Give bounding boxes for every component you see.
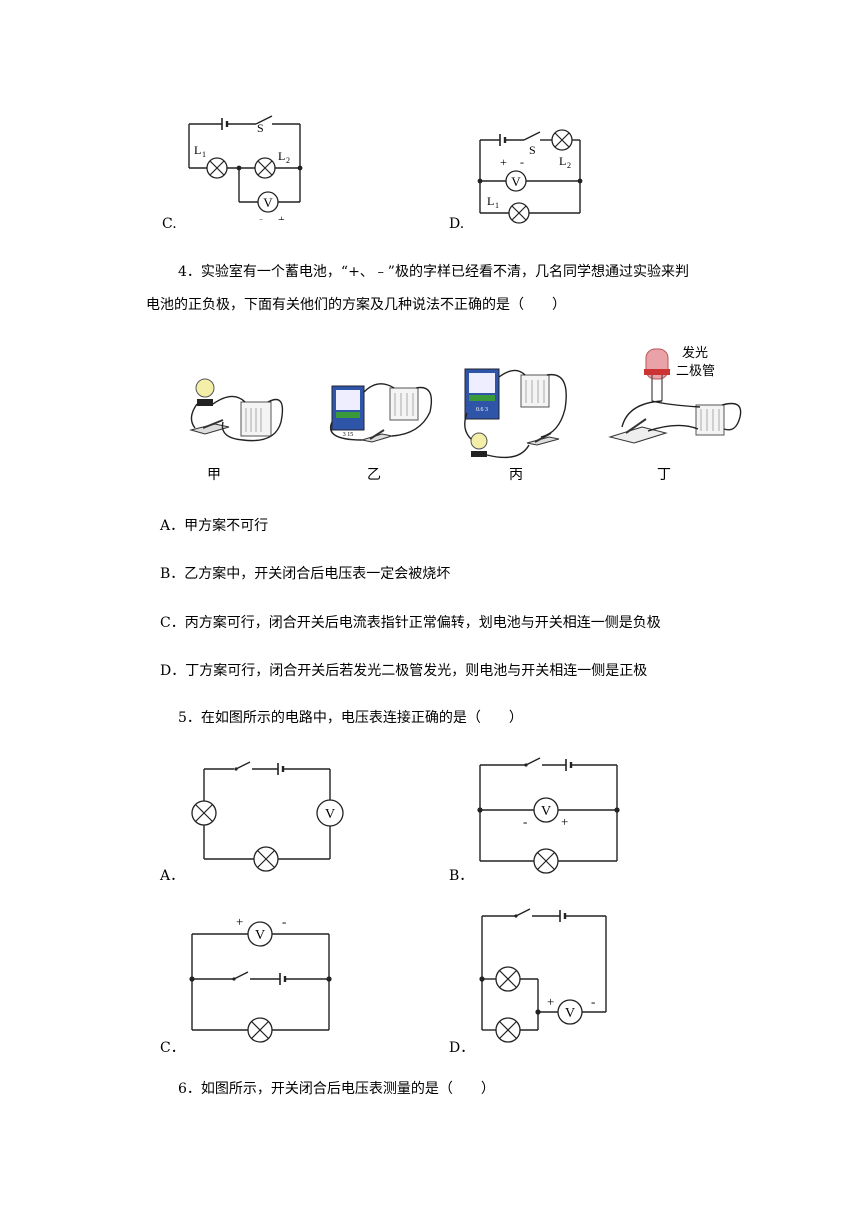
fig-label-jia: 甲 — [207, 467, 221, 483]
q5-circuit-d: V + - — [479, 908, 607, 1043]
q3-circuit-c: V S L 1 L 2 - + — [188, 115, 303, 220]
l2-sub: 2 — [567, 161, 571, 170]
q3-circuit-d: V S L 2 L 1 + - — [477, 129, 583, 224]
voltmeter-icon — [505, 170, 527, 192]
voltmeter-label: V — [263, 195, 273, 210]
lamp-l1-icon — [206, 157, 228, 179]
q4-figure-ding: 发光 二极管 — [608, 345, 742, 444]
l1-sub: 1 — [495, 201, 499, 210]
switch-icon — [625, 418, 647, 434]
q5-stem: 5．在如图所示的电路中，电压表连接正确的是（ ） — [178, 710, 523, 726]
meter-scale: 0.6 3 — [476, 407, 488, 413]
lamp-l2-icon — [551, 129, 573, 151]
l1-label: L — [487, 194, 494, 208]
q5-option-b-label: B． — [449, 868, 474, 884]
l2-label: L — [278, 149, 285, 163]
q5-circuit-c: V + - — [189, 914, 332, 1043]
lamp-icon — [191, 800, 217, 826]
l1-label: L — [194, 143, 201, 157]
voltmeter-label: V — [541, 804, 551, 819]
q4-stem-line1: 4．实验室有一个蓄电池，“+、﹣”极的字样已经看不清，几名同学想通过实验来判 — [178, 264, 689, 280]
switch-icon — [369, 429, 385, 440]
minus-label: - — [520, 155, 524, 169]
battery-icon — [695, 404, 725, 436]
fig-label-ding: 丁 — [657, 467, 671, 483]
q4-option-a: A．甲方案不可行 — [160, 518, 269, 534]
switch-label: S — [257, 121, 264, 135]
battery-icon — [520, 374, 550, 408]
l2-label: L — [559, 154, 566, 168]
q3-option-d-label: D. — [449, 216, 465, 232]
voltmeter-icon — [533, 797, 559, 823]
q4-figure-jia — [189, 378, 284, 442]
plus-label: + — [236, 914, 243, 929]
q3-option-c-label: C. — [162, 216, 177, 232]
switch-icon — [202, 419, 224, 429]
q4-figure-bing: 0.6 3 — [464, 368, 567, 459]
lamp-icon — [533, 848, 559, 874]
q5-option-d-label: D． — [449, 1040, 475, 1056]
minus-label: - — [282, 914, 286, 929]
voltmeter-icon — [247, 921, 273, 947]
voltmeter-label: V — [511, 174, 521, 189]
lamp-icon — [247, 1017, 273, 1043]
fig-label-bing: 丙 — [509, 467, 523, 483]
q4-option-d: D．丁方案可行，闭合开关后若发光二极管发光，则电池与开关相连一侧是正极 — [160, 663, 648, 679]
plus-label: + — [547, 994, 554, 1009]
lamp-l1-icon — [508, 202, 530, 224]
lamp-icon — [253, 846, 279, 872]
l2-sub: 2 — [286, 156, 290, 165]
voltmeter-label: V — [255, 928, 265, 943]
led-label-1: 发光 — [682, 345, 708, 360]
lamp-l2-icon — [254, 157, 276, 179]
bulb-icon — [195, 378, 215, 398]
voltmeter-label: V — [325, 807, 335, 822]
q5-option-c-label: C． — [160, 1040, 185, 1056]
voltmeter-label: V — [565, 1006, 575, 1021]
q4-stem-line2: 电池的正负极，下面有关他们的方案及几种说法不正确的是（ ） — [146, 297, 566, 313]
l1-sub: 1 — [202, 150, 206, 159]
plus-label: + — [278, 212, 285, 220]
q4-figure-yi: 3 15 — [330, 383, 433, 443]
lamp-icon — [495, 1017, 521, 1043]
q5-circuit-a: V — [191, 761, 344, 872]
minus-label: - — [523, 814, 527, 829]
plus-label: + — [500, 155, 507, 169]
battery-icon — [389, 387, 419, 421]
voltmeter-icon — [316, 799, 344, 827]
fig-label-yi: 乙 — [367, 467, 381, 483]
voltmeter-icon — [557, 999, 583, 1025]
plus-label: + — [561, 814, 568, 829]
q5-circuit-b: V - + — [477, 757, 620, 874]
led-label-2: 二极管 — [676, 363, 715, 378]
q6-stem: 6．如图所示，开关闭合后电压表测量的是（ ） — [178, 1081, 495, 1097]
switch-label: S — [529, 143, 536, 157]
meter-scale: 3 15 — [343, 432, 354, 438]
q4-option-b: B．乙方案中，开关闭合后电压表一定会被烧坏 — [160, 566, 451, 582]
q4-option-c: C．丙方案可行，闭合开关后电流表指针正常偏转，划电池与开关相连一侧是负极 — [160, 615, 661, 631]
minus-label: - — [259, 212, 263, 220]
bulb-icon — [470, 432, 488, 450]
q5-option-a-label: A． — [160, 868, 185, 884]
minus-label: - — [591, 994, 595, 1009]
lamp-icon — [495, 966, 521, 992]
voltmeter-icon — [257, 191, 279, 213]
